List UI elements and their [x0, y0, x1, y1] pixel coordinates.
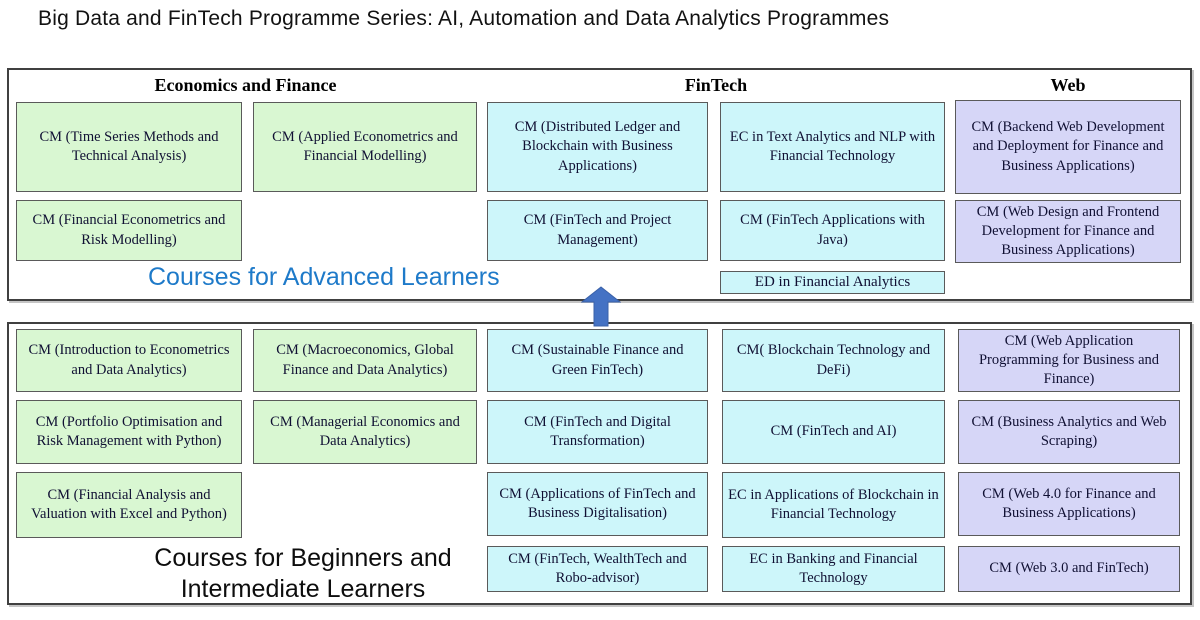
course-box: CM (FinTech and Project Management)	[487, 200, 708, 261]
column-header-fintech: FinTech	[684, 75, 748, 95]
course-box: CM (Web Design and Frontend Development …	[955, 200, 1181, 263]
course-box: CM (Distributed Ledger and Blockchain wi…	[487, 102, 708, 192]
course-box: CM (Applications of FinTech and Business…	[487, 472, 708, 536]
course-box: EC in Text Analytics and NLP with Financ…	[720, 102, 945, 192]
course-box: CM (Web 4.0 for Finance and Business App…	[958, 472, 1180, 536]
up-arrow-icon	[581, 286, 621, 327]
course-box: CM (Backend Web Development and Deployme…	[955, 100, 1181, 194]
course-box: CM (Sustainable Finance and Green FinTec…	[487, 329, 708, 392]
course-box: CM (Managerial Economics and Data Analyt…	[253, 400, 477, 464]
advanced-learners-label: Courses for Advanced Learners	[148, 263, 500, 291]
course-box: CM (Financial Econometrics and Risk Mode…	[16, 200, 242, 261]
course-box: CM (Business Analytics and Web Scraping)	[958, 400, 1180, 464]
course-box: CM (Web Application Programming for Busi…	[958, 329, 1180, 392]
course-box: CM (Applied Econometrics and Financial M…	[253, 102, 477, 192]
course-box: ED in Financial Analytics	[720, 271, 945, 294]
course-box: CM (FinTech and Digital Transformation)	[487, 400, 708, 464]
column-header-web: Web	[1050, 75, 1086, 95]
course-box: CM( Blockchain Technology and DeFi)	[722, 329, 945, 392]
course-box: CM (Web 3.0 and FinTech)	[958, 546, 1180, 592]
course-box: EC in Banking and Financial Technology	[722, 546, 945, 592]
course-box: EC in Applications of Blockchain in Fina…	[722, 472, 945, 538]
beginner-learners-label: Courses for Beginners and Intermediate L…	[154, 544, 452, 603]
course-box: CM (FinTech Applications with Java)	[720, 200, 945, 261]
course-box: CM (FinTech and AI)	[722, 400, 945, 464]
page-title: Big Data and FinTech Programme Series: A…	[38, 7, 890, 30]
course-box: CM (Financial Analysis and Valuation wit…	[16, 472, 242, 538]
course-box: CM (Portfolio Optimisation and Risk Mana…	[16, 400, 242, 464]
course-box: CM (Time Series Methods and Technical An…	[16, 102, 242, 192]
course-box: CM (Macroeconomics, Global Finance and D…	[253, 329, 477, 392]
column-header-economics: Economics and Finance	[154, 75, 337, 95]
course-box: CM (FinTech, WealthTech and Robo-advisor…	[487, 546, 708, 592]
course-box: CM (Introduction to Econometrics and Dat…	[16, 329, 242, 392]
